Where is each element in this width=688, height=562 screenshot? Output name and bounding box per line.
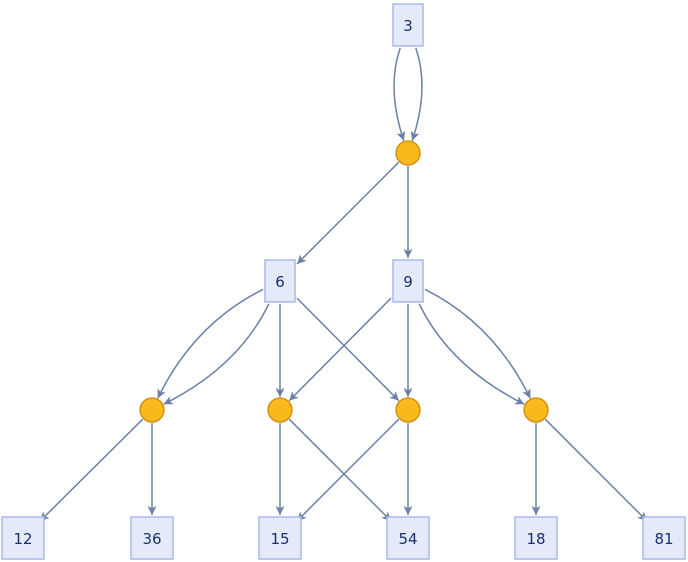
value-node-15: 15 bbox=[258, 516, 302, 560]
operation-node-o2 bbox=[139, 397, 165, 423]
value-node-54: 54 bbox=[386, 516, 430, 560]
edge-v6-o2-right bbox=[163, 303, 270, 405]
value-node-box bbox=[1, 516, 45, 560]
edge-o5-v81 bbox=[544, 418, 648, 522]
operation-node-o3 bbox=[267, 397, 293, 423]
value-node-label: 15 bbox=[270, 530, 289, 548]
value-node-label: 12 bbox=[13, 530, 32, 548]
value-node-3: 3 bbox=[392, 3, 424, 47]
value-node-6: 6 bbox=[264, 259, 296, 303]
operation-node-o4 bbox=[395, 397, 421, 423]
value-node-12: 12 bbox=[1, 516, 45, 560]
edge-v3-o1-right bbox=[410, 47, 423, 141]
edge-v9-o5-left bbox=[418, 303, 525, 405]
value-node-label: 54 bbox=[398, 530, 417, 548]
value-node-box bbox=[258, 516, 302, 560]
value-node-label: 36 bbox=[142, 530, 161, 548]
value-node-label: 18 bbox=[526, 530, 545, 548]
value-node-box bbox=[264, 259, 296, 303]
value-node-label: 6 bbox=[275, 273, 285, 291]
edge-v9-o3 bbox=[288, 297, 392, 402]
edge-v9-o5-right bbox=[424, 288, 531, 399]
edge-v3-o1-left bbox=[393, 47, 406, 141]
value-node-box bbox=[392, 3, 424, 47]
edges-layer bbox=[39, 47, 648, 522]
value-node-81: 81 bbox=[642, 516, 686, 560]
value-node-9: 9 bbox=[392, 259, 424, 303]
operation-node-o5 bbox=[523, 397, 549, 423]
edge-o2-v12 bbox=[39, 418, 144, 522]
value-node-36: 36 bbox=[130, 516, 174, 560]
value-node-box bbox=[130, 516, 174, 560]
value-node-box bbox=[386, 516, 430, 560]
value-node-box bbox=[514, 516, 558, 560]
edge-o1-v6 bbox=[296, 161, 400, 265]
value-node-label: 9 bbox=[403, 273, 413, 291]
edge-o4-v15 bbox=[296, 418, 400, 522]
value-node-label: 81 bbox=[654, 530, 673, 548]
value-node-label: 3 bbox=[403, 17, 413, 35]
edge-v6-o2-left bbox=[157, 288, 264, 399]
value-node-18: 18 bbox=[514, 516, 558, 560]
value-node-box bbox=[642, 516, 686, 560]
edge-o3-v54 bbox=[288, 418, 392, 522]
operation-node-o1 bbox=[395, 140, 421, 166]
value-node-box bbox=[392, 259, 424, 303]
edge-v6-o4 bbox=[296, 297, 400, 402]
